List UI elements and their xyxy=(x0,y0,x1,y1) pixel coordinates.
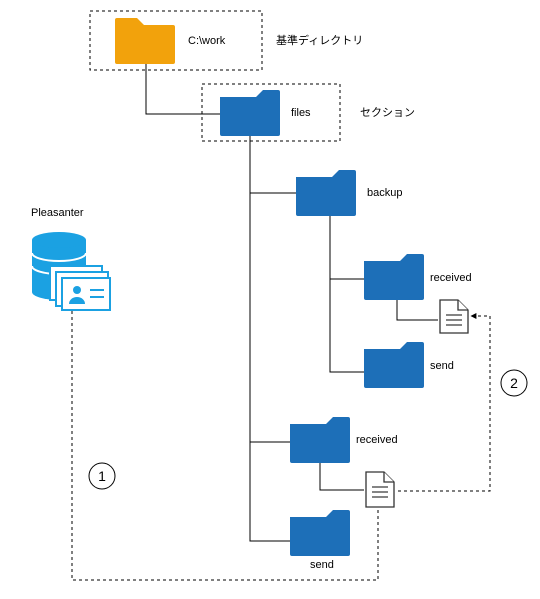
folder-backup-send-label: send xyxy=(430,360,454,372)
connector-files-trunk xyxy=(249,136,290,542)
folder-send-label: send xyxy=(310,559,334,571)
folder-icon xyxy=(290,510,350,556)
step-marker-2-label: 2 xyxy=(510,375,518,391)
flow-arrow-step1 xyxy=(69,304,379,581)
folder-backup-send[interactable]: send xyxy=(364,342,454,388)
connector-backupreceived-doc xyxy=(396,298,438,321)
folder-received[interactable]: received xyxy=(290,417,398,463)
folder-icon xyxy=(364,342,424,388)
contact-card-icon xyxy=(49,265,111,311)
folder-files-label: files xyxy=(291,107,311,119)
step-marker-2: 2 xyxy=(500,369,528,397)
folder-backup-label: backup xyxy=(367,187,402,199)
folder-icon xyxy=(290,417,350,463)
folder-received-label: received xyxy=(356,434,398,446)
folder-send[interactable]: send xyxy=(290,510,350,571)
connector-backup-trunk xyxy=(329,215,364,373)
annotation-base-directory: 基準ディレクトリ xyxy=(276,33,363,47)
pleasanter-node[interactable]: Pleasanter xyxy=(31,207,111,311)
step-marker-1-label: 1 xyxy=(98,468,106,484)
step-marker-1: 1 xyxy=(88,462,116,490)
flow-arrow-step2 xyxy=(398,313,491,492)
document-backup-received[interactable] xyxy=(439,299,469,334)
folder-icon xyxy=(296,170,356,216)
folder-icon xyxy=(115,18,175,64)
folder-icon xyxy=(220,90,280,136)
folder-files[interactable]: files xyxy=(220,90,311,136)
annotation-section: セクション xyxy=(360,106,415,119)
folder-backup-received[interactable]: received xyxy=(364,254,472,300)
folder-icon xyxy=(364,254,424,300)
pleasanter-label: Pleasanter xyxy=(31,207,84,219)
folder-base-label: C:\work xyxy=(188,35,226,47)
base-directory-box xyxy=(89,10,263,71)
folder-base[interactable]: C:\work xyxy=(115,18,226,64)
folder-backup[interactable]: backup xyxy=(296,170,402,216)
document-icon xyxy=(439,299,469,334)
document-icon xyxy=(365,471,395,508)
section-box xyxy=(201,83,341,142)
connector-base-files xyxy=(145,64,220,115)
document-received[interactable] xyxy=(365,471,395,508)
connector-received-doc xyxy=(319,462,364,491)
folder-backup-received-label: received xyxy=(430,272,472,284)
